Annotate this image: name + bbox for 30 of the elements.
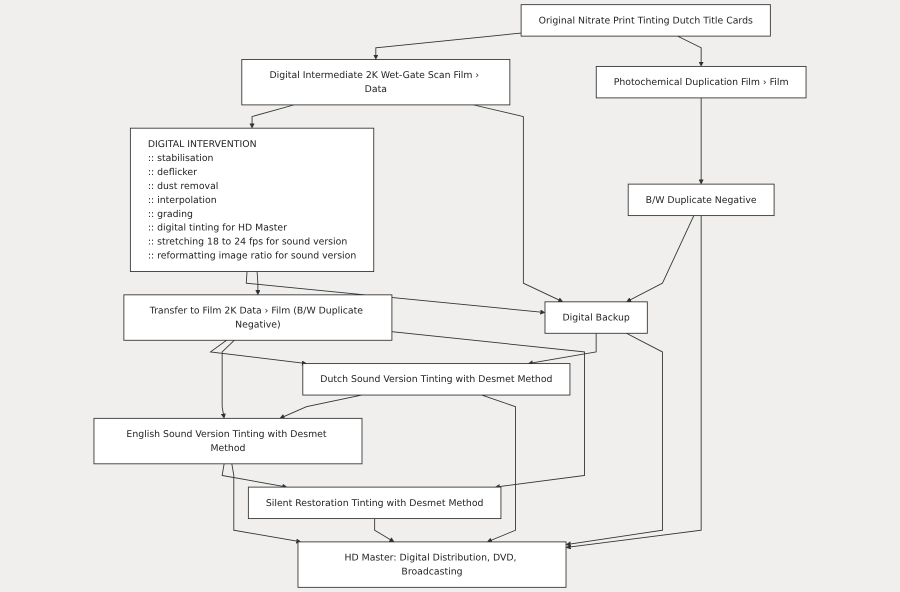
arrow <box>481 394 516 542</box>
node-box: Transfer to Film 2K Data › Film (B/W Duplicate Negative) <box>123 294 392 341</box>
arrow <box>677 36 704 67</box>
arrow <box>250 104 294 128</box>
node-box: Dutch Sound Version Tinting with Desmet Method <box>302 363 570 396</box>
arrow <box>472 104 564 302</box>
arrow <box>222 463 288 489</box>
node-box: HD Master: Digital Distribution, DVD, Broadcasting <box>298 541 566 588</box>
node-box: English Sound Version Tinting with Desmet Method <box>94 418 362 464</box>
arrow <box>209 340 307 366</box>
node-box: Original Nitrate Print Tinting Dutch Title Cards <box>520 4 771 37</box>
node-box: Digital Intermediate 2K Wet-Gate Scan Film › Data <box>241 59 510 106</box>
arrow <box>626 215 694 302</box>
arrow <box>374 518 394 542</box>
arrow <box>528 332 597 366</box>
arrow <box>231 463 302 544</box>
node-box: Photochemical Duplication Film › Film <box>596 66 806 98</box>
node-box: Silent Restoration Tinting with Desmet Method <box>248 486 502 520</box>
arrow <box>220 340 235 419</box>
arrow <box>280 394 362 419</box>
node-box: B/W Duplicate Negative <box>628 184 775 216</box>
node-box: DIGITAL INTERVENTION :: stabilisation :: deflicker :: dust removal :: interpolation :: grading :: digital tinting for HD Master :: stretching 18 to 24 fps for sound version :: reformatting image ratio for sound version <box>130 128 374 272</box>
arrow <box>698 97 704 184</box>
arrow <box>246 271 546 315</box>
arrow <box>391 331 585 490</box>
arrow <box>566 332 663 546</box>
arrow <box>255 271 260 296</box>
arrow <box>566 215 702 550</box>
arrow <box>373 32 522 60</box>
node-box: Digital Backup <box>544 301 648 334</box>
